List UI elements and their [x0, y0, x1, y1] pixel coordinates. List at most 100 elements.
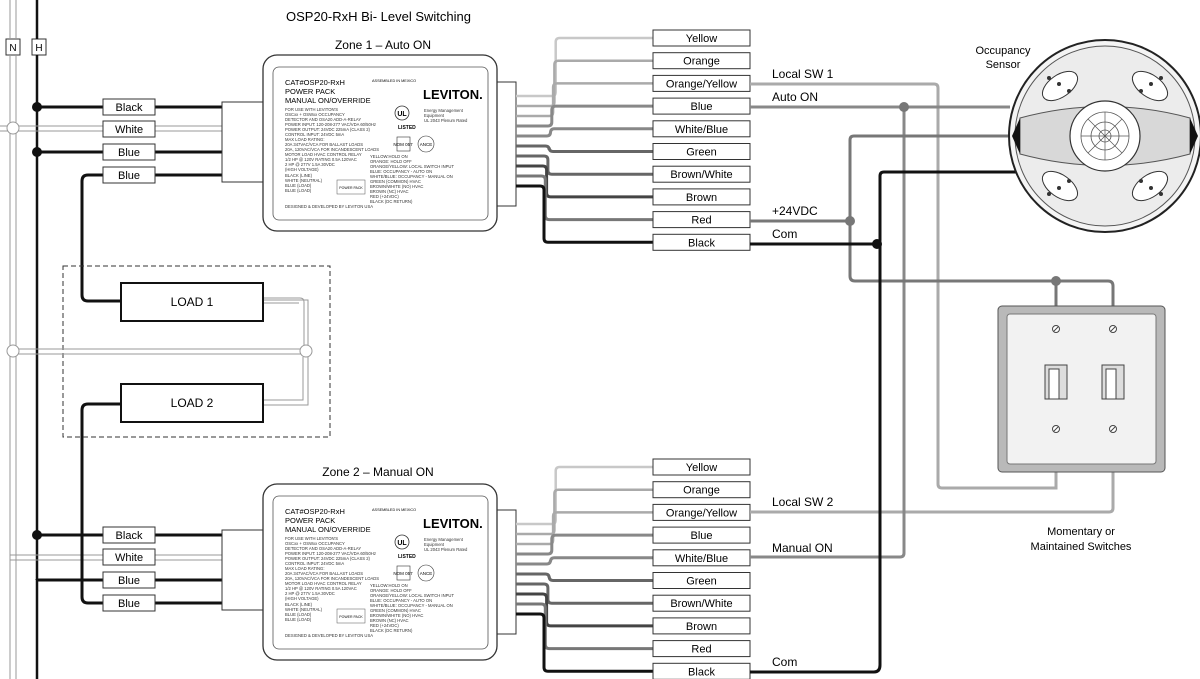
zone2-output-tag — [652, 617, 751, 635]
svg-text:UL 2043 Plenum Rated: UL 2043 Plenum Rated — [424, 118, 468, 123]
svg-text:NOM 057: NOM 057 — [393, 571, 413, 576]
diagram-title: OSP20-RxH Bi- Level Switching — [286, 9, 471, 24]
zone2-output-tag — [652, 526, 751, 544]
svg-text:DETECTOR AND OSA20 ADD-A-RELAY: DETECTOR AND OSA20 ADD-A-RELAY — [285, 117, 361, 122]
zone1-pp-assembled: ASSEMBLED IN MEXICO — [372, 79, 416, 83]
zone2-output-tag — [652, 458, 751, 476]
zone2-pp-cat: CAT#OSP20-RxH — [285, 507, 345, 516]
svg-text:ORANGE/YELLOW: LOCAL SWITCH IN: ORANGE/YELLOW: LOCAL SWITCH INPUT — [370, 593, 454, 598]
zone1-output-tag-label: White/Blue — [675, 124, 728, 136]
occupancy-sensor-icon: Occupancy Sensor — [975, 39, 1200, 233]
svg-text:2 HP @ 277V 1.5A 30VD: 2 HP @ 277V 1.5A 30VDC — [285, 591, 335, 596]
svg-text:YELLOW:HOLD ON: YELLOW:HOLD ON — [370, 583, 408, 588]
svg-text:BLUE (LOAD): BLUE (LOAD) — [285, 183, 312, 188]
zone2-output-tag-label: Blue — [690, 530, 712, 542]
zone2-wire-tag-black — [102, 526, 156, 544]
hot-rail-tag — [31, 38, 47, 56]
zone2-output-tag-label: Brown/White — [670, 598, 732, 610]
svg-text:OSCxx + OSWxx OCCUPANCY: OSCxx + OSWxx OCCUPANCY — [285, 112, 345, 117]
zone1-pp-brand: LEVITON. — [423, 87, 483, 102]
zone1-output-wire — [516, 104, 653, 128]
svg-text:BLACK (DC RETURN): BLACK (DC RETURN) — [370, 628, 413, 633]
zone1-output-tag — [652, 188, 751, 206]
zone2-title: Zone 2 – Manual ON — [322, 465, 433, 479]
svg-text:BLUE (LOAD): BLUE (LOAD) — [285, 188, 312, 193]
zone1-input-tags: Black White Blue Blue — [102, 98, 156, 184]
plus24vdc-label: +24VDC — [772, 204, 818, 218]
zone1-wire-tag-white — [102, 120, 156, 138]
zone1-output-wire — [516, 164, 653, 199]
zone1-output-tag — [652, 120, 751, 138]
svg-text:WHITE (NEUTRAL): WHITE (NEUTRAL) — [285, 178, 323, 183]
svg-text:MAX LOAD RATING:: MAX LOAD RATING: — [285, 137, 324, 142]
svg-text:MANUAL ON/OVERRIDE: MANUAL ON/OVERRIDE — [285, 525, 371, 534]
load-2-box — [120, 383, 264, 423]
zone1-pp-cat: CAT#OSP20-RxH — [285, 78, 345, 87]
signal-wiring — [750, 82, 1115, 674]
svg-text:GREEN (COMMON) HVAC: GREEN (COMMON) HVAC — [370, 179, 421, 184]
zone2-output-wire — [516, 556, 653, 566]
local-sw2-label: Local SW 2 — [772, 495, 834, 509]
zone1-wire-tag-blue — [102, 143, 156, 161]
zone2-output-tag-label: Green — [686, 576, 717, 588]
manual-on-label: Manual ON — [772, 541, 833, 555]
svg-text:20A 347VAC/VCA FOR BALLAST LOA: 20A 347VAC/VCA FOR BALLAST LOADS — [285, 571, 363, 576]
zone2-wire-label-black: Black — [116, 530, 143, 542]
svg-text:ANCE: ANCE — [420, 571, 433, 576]
svg-text:BROWN/WHITE (NO) HVAC: BROWN/WHITE (NO) HVAC — [370, 184, 423, 189]
zone2-pp-brand: LEVITON. — [423, 516, 483, 531]
zone1-output-wire — [516, 184, 653, 244]
zone2-output-wire — [516, 582, 653, 605]
zone1-output-wire — [516, 82, 653, 118]
zone1-output-tag-label: Black — [688, 237, 715, 249]
svg-text:UL: UL — [397, 540, 407, 547]
zone1-output-tag-label: Orange/Yellow — [666, 78, 737, 90]
zone2-output-wire — [516, 572, 653, 582]
zone1-wire-label-blue: Blue — [118, 147, 140, 159]
zone1-output-tag-label: Red — [691, 215, 711, 227]
zone1-output-tag-label: Blue — [690, 101, 712, 113]
svg-text:POWER INPUT: 120-208-277 VAC/V: POWER INPUT: 120-208-277 VAC/VDA 60/50Hz — [285, 551, 376, 556]
power-pack-zone2: CAT#OSP20-RxH ASSEMBLED IN MEXICO POWER … — [221, 483, 517, 661]
zone1-wire-label-white: White — [115, 124, 143, 136]
zone1-pp-line2: MANUAL ON/OVERRIDE — [285, 96, 371, 105]
zone2-wire-tag-white — [102, 548, 156, 566]
zone2-output-tag — [652, 572, 751, 589]
svg-text:POWER PACK: POWER PACK — [339, 615, 363, 619]
svg-text:ORANGE: HOLD OFF: ORANGE: HOLD OFF — [370, 588, 412, 593]
zone1-wire-tag-black — [102, 98, 156, 116]
switches-label-1: Momentary or — [1047, 526, 1115, 538]
svg-text:1/2 HP @ 120V RATING 0.5A 12: 1/2 HP @ 120V RATING 0.5A 120VAC — [285, 157, 357, 162]
zone1-pp-line1: POWER PACK — [285, 87, 335, 96]
loads-enclosure — [62, 265, 331, 438]
zone1-output-tag-label: Orange — [683, 56, 720, 68]
zone2-output-wire — [516, 592, 653, 628]
zone2-wire-tag-blue — [102, 571, 156, 589]
zone2-output-tag-label: Red — [691, 644, 711, 656]
neutral-rail-label: N — [9, 43, 16, 54]
auto-on-label: Auto ON — [772, 90, 818, 104]
zone2-input-tags: Black White Blue Blue — [102, 526, 156, 612]
svg-text:Equipment: Equipment — [424, 113, 445, 118]
svg-text:20A, 120VAC/VCA FOR INCANDESCE: 20A, 120VAC/VCA FOR INCANDESCENT LOADS — [285, 576, 379, 581]
load-2-label: LOAD 2 — [171, 396, 214, 410]
svg-text:BLACK (LINE): BLACK (LINE) — [285, 602, 313, 607]
svg-text:2 HP @ 277V 1.5A 30VD: 2 HP @ 277V 1.5A 30VDC — [285, 162, 335, 167]
svg-text:BLUE: OCCUPANCY - AUTO ON: BLUE: OCCUPANCY - AUTO ON — [370, 598, 432, 603]
svg-text:Equipment: Equipment — [424, 542, 445, 547]
svg-text:BROWN (NC) HVAC: BROWN (NC) HVAC — [370, 618, 409, 623]
zone2-wire-tag-blue-2 — [102, 594, 156, 612]
svg-text:POWER OUTPUT: 24VDC 225mA (CLA: POWER OUTPUT: 24VDC 225mA (CLASS 2) — [285, 556, 371, 561]
svg-text:BLACK (DC RETURN): BLACK (DC RETURN) — [370, 199, 413, 204]
svg-text:UL: UL — [397, 111, 407, 118]
switch-plate-icon: Momentary or Maintained Switches — [997, 305, 1166, 553]
local-sw1-label: Local SW 1 — [772, 67, 834, 81]
svg-text:WHITE/BLUE: OCCUPANCY - MANUAL: WHITE/BLUE: OCCUPANCY - MANUAL ON — [370, 603, 453, 608]
svg-text:BLUE: OCCUPANCY - AUTO ON: BLUE: OCCUPANCY - AUTO ON — [370, 169, 432, 174]
svg-text:POWER OUTPUT: 24VDC 225mA (CLA: POWER OUTPUT: 24VDC 225mA (CLASS 2) — [285, 127, 371, 132]
svg-text:FOR USE WITH LEVITON'S: FOR USE WITH LEVITON'S — [285, 536, 338, 541]
load-1-box — [120, 282, 264, 322]
zone1-wire-tag-blue-2 — [102, 166, 156, 184]
zone1-output-wire — [516, 144, 653, 153]
